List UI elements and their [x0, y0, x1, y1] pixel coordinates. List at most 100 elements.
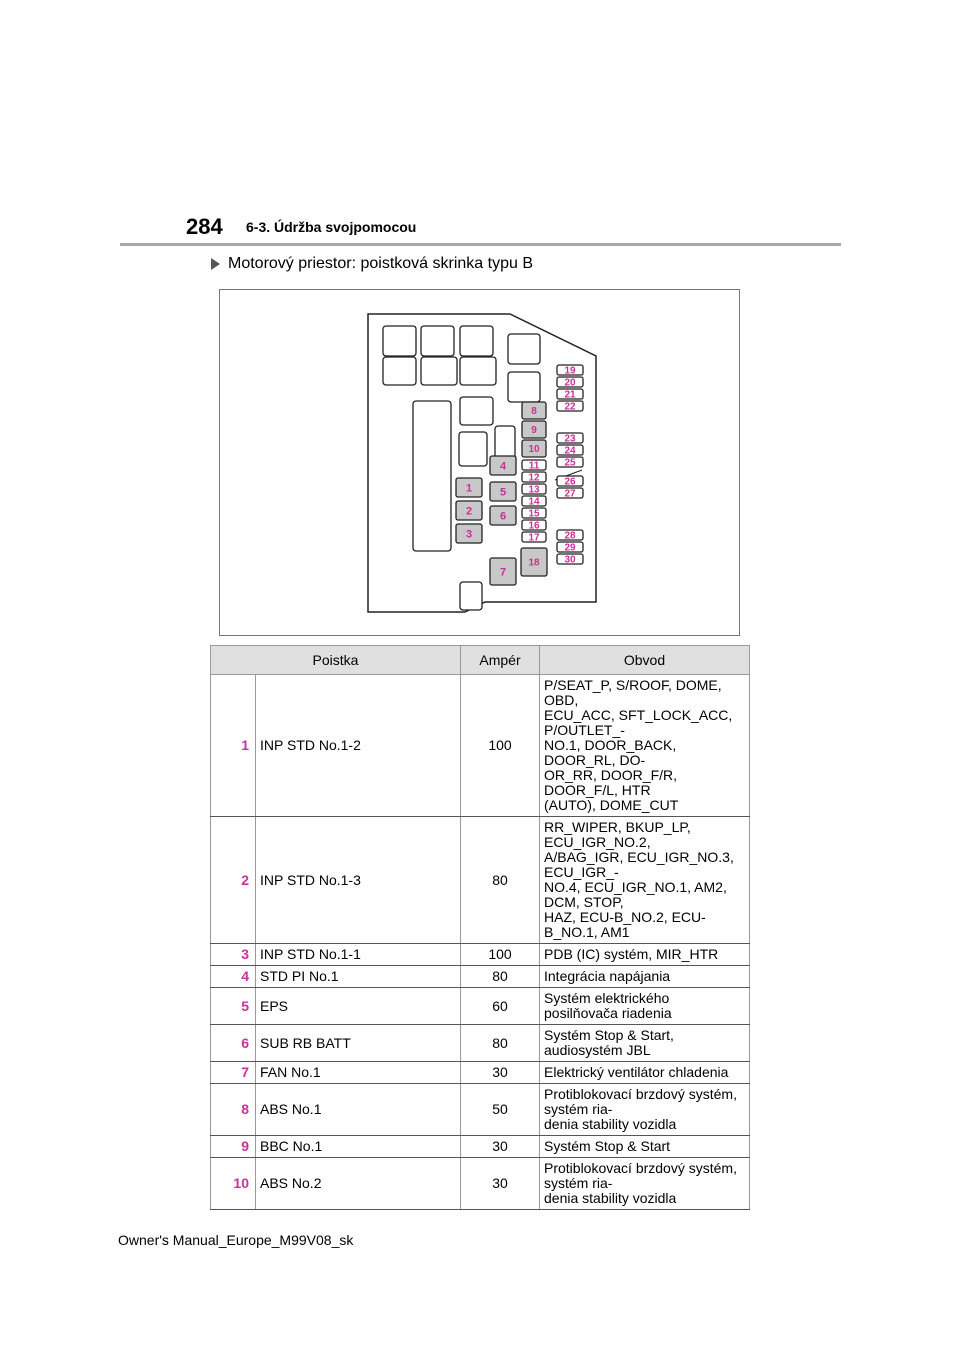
fuse-label: 20: [564, 378, 576, 389]
circuit-line: Systém elektrického posilňovača riadenia: [544, 990, 672, 1021]
circuit-line: NO.1, DOOR_BACK, DOOR_RL, DO-: [544, 737, 677, 768]
fuse-slot: [520, 547, 548, 577]
fuse-label: 9: [531, 425, 537, 436]
fuse-label: 10: [528, 444, 540, 455]
circuit-line: PDB (IC) systém, MIR_HTR: [544, 946, 719, 962]
relay-block: [507, 371, 541, 403]
fuse-label: 23: [564, 434, 576, 445]
fuse-slot: [521, 495, 547, 507]
fuse-slot: [556, 388, 584, 400]
fuse-name: ABS No.1: [255, 1083, 461, 1136]
fuse-slot: [489, 455, 517, 476]
fuse-amperage: 30: [460, 1157, 540, 1210]
fuse-amperage: 80: [460, 816, 540, 944]
fuse-label: 4: [500, 460, 507, 472]
page-number: 284: [186, 214, 223, 239]
fuse-label: 25: [564, 458, 576, 469]
fuse-label: 1: [466, 482, 472, 494]
fuse-label: 6: [500, 510, 506, 522]
fuse-slot: [521, 471, 547, 483]
fuse-label: 5: [500, 486, 506, 498]
header-fuse: Poistka: [210, 645, 461, 675]
fuse-label: 3: [466, 528, 472, 540]
fuse-label: 26: [564, 477, 576, 488]
subheading: Motorový priestor: poistková skrinka typ…: [211, 255, 533, 273]
fuse-box-outline: [367, 313, 597, 613]
fuse-slot: [489, 505, 517, 526]
relay-block: [458, 431, 488, 467]
fuse-slot: [455, 523, 483, 544]
relay-block: [382, 325, 417, 357]
fuse-label: 7: [500, 566, 506, 578]
fuse-amperage: 80: [460, 965, 540, 988]
circuit-line: ECU_ACC, SFT_LOCK_ACC, P/OUTLET_-: [544, 707, 733, 738]
fuse-name: EPS: [255, 987, 461, 1025]
table-header-row: Poistka Ampér Obvod: [210, 645, 750, 675]
circuit-line: Integrácia napájania: [544, 968, 671, 984]
fuse-number: 1: [210, 674, 256, 817]
fuse-circuit: Elektrický ventilátor chladenia: [539, 1061, 750, 1084]
fuse-circuit: P/SEAT_P, S/ROOF, DOME, OBD,ECU_ACC, SFT…: [539, 674, 750, 817]
fuse-slot: [556, 456, 584, 468]
fuse-name: ABS No.2: [255, 1157, 461, 1210]
circuit-line: OR_RR, DOOR_F/R, DOOR_F/L, HTR: [544, 767, 678, 798]
fuse-slot: [521, 531, 547, 543]
circuit-line: (AUTO), DOME_CUT: [544, 797, 679, 813]
fuse-slot: [521, 420, 547, 439]
fuse-label: 15: [528, 509, 540, 520]
fuse-amperage: 60: [460, 987, 540, 1025]
fuse-label: 19: [564, 366, 576, 377]
circuit-line: Elektrický ventilátor chladenia: [544, 1064, 729, 1080]
fuse-slot: [521, 483, 547, 495]
fuse-label: 24: [564, 446, 576, 457]
circuit-line: denia stability vozidla: [544, 1116, 677, 1132]
fuse-label: 8: [531, 406, 537, 417]
fuse-name: BBC No.1: [255, 1135, 461, 1158]
fuse-name: INP STD No.1-3: [255, 816, 461, 944]
circuit-line: HAZ, ECU-B_NO.2, ECU-B_NO.1, AM1: [544, 909, 706, 940]
header-divider: [120, 243, 841, 246]
relay-block: [459, 356, 497, 386]
fuse-number: 3: [210, 943, 256, 966]
relay-block: [507, 333, 541, 365]
fuse-slot: [556, 432, 584, 444]
fuse-label: 30: [564, 555, 576, 566]
fuse-slot: [556, 529, 584, 541]
fuse-amperage: 30: [460, 1135, 540, 1158]
fuse-number: 5: [210, 987, 256, 1025]
fuse-name: STD PI No.1: [255, 965, 461, 988]
relay-block: [420, 325, 455, 357]
fuse-name: INP STD No.1-2: [255, 674, 461, 817]
triangle-bullet-icon: [211, 258, 220, 270]
relay-block: [382, 356, 417, 386]
fuse-slot: [455, 477, 483, 498]
relay-block: [412, 400, 452, 552]
circuit-line: NO.4, ECU_IGR_NO.1, AM2, DCM, STOP,: [544, 879, 727, 910]
fuse-name: INP STD No.1-1: [255, 943, 461, 966]
fuse-slot: [455, 500, 483, 521]
relay-block: [459, 396, 494, 426]
circuit-line: Protiblokovací brzdový systém, systém ri…: [544, 1086, 737, 1117]
footer-text: Owner's Manual_Europe_M99V08_sk: [118, 1232, 354, 1248]
fuse-slot: [556, 487, 584, 499]
section-title: 6-3. Údržba svojpomocou: [246, 219, 417, 235]
fuse-slot: [521, 439, 547, 458]
fuse-label: 28: [564, 531, 576, 542]
fuse-amperage: 30: [460, 1061, 540, 1084]
fuse-circuit: Integrácia napájania: [539, 965, 750, 988]
fuse-slot: [556, 475, 584, 487]
fuse-slot: [556, 553, 584, 565]
circuit-line: P/SEAT_P, S/ROOF, DOME, OBD,: [544, 677, 722, 708]
fuse-slot: [556, 444, 584, 456]
fuse-label: 16: [528, 521, 540, 532]
fuse-label: 2: [466, 505, 472, 517]
fuse-label: 11: [529, 461, 540, 472]
fuse-label: 22: [564, 402, 576, 413]
fuse-amperage: 100: [460, 674, 540, 817]
fuse-circuit: Systém elektrického posilňovača riadenia: [539, 987, 750, 1025]
